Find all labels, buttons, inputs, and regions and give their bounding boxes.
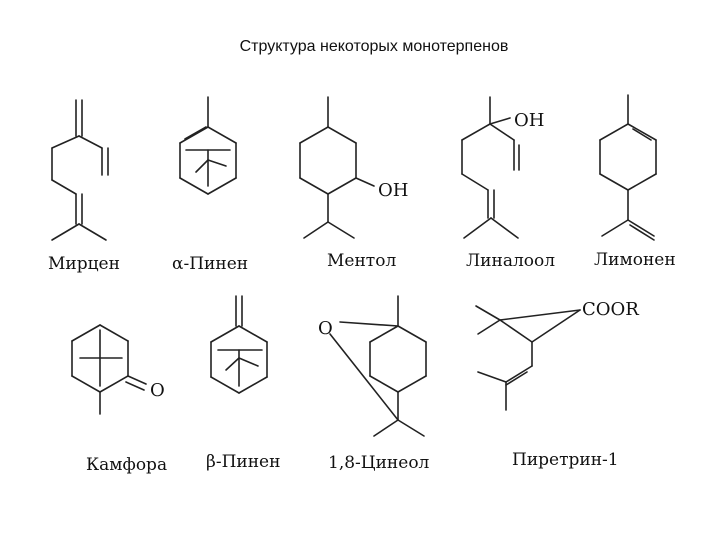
camphor-label: Камфора bbox=[86, 455, 167, 475]
linalool-oh-group: OH bbox=[514, 110, 544, 131]
limonene-structure bbox=[599, 94, 657, 241]
beta-pinene-structure bbox=[210, 295, 268, 394]
cineole-oxygen: O bbox=[318, 318, 333, 339]
camphor-oxygen: O bbox=[150, 380, 165, 401]
pyrethrin-label: Пиретрин-1 bbox=[512, 450, 619, 470]
alpha-pinene-label: α-Пинен bbox=[172, 254, 248, 274]
alpha-pinene-structure bbox=[179, 96, 237, 195]
cineole-label: 1,8-Цинеол bbox=[328, 453, 430, 473]
limonene-label: Лимонен bbox=[594, 250, 676, 270]
menthol-label: Ментол bbox=[327, 251, 396, 271]
myrcene-structure bbox=[51, 99, 109, 241]
myrcene-label: Мирцен bbox=[48, 254, 120, 274]
linalool-label: Линалоол bbox=[466, 251, 555, 271]
linalool-structure bbox=[461, 96, 520, 239]
pyrethrin-coor-group: COOR bbox=[582, 299, 639, 320]
page-title: Структура некоторых монотерпенов bbox=[239, 38, 509, 55]
menthol-structure bbox=[299, 96, 375, 239]
cineole-structure bbox=[329, 295, 427, 437]
menthol-oh-group: OH bbox=[378, 180, 408, 201]
pyrethrin-structure bbox=[475, 305, 581, 411]
camphor-structure bbox=[71, 324, 147, 415]
beta-pinene-label: β-Пинен bbox=[206, 452, 280, 472]
